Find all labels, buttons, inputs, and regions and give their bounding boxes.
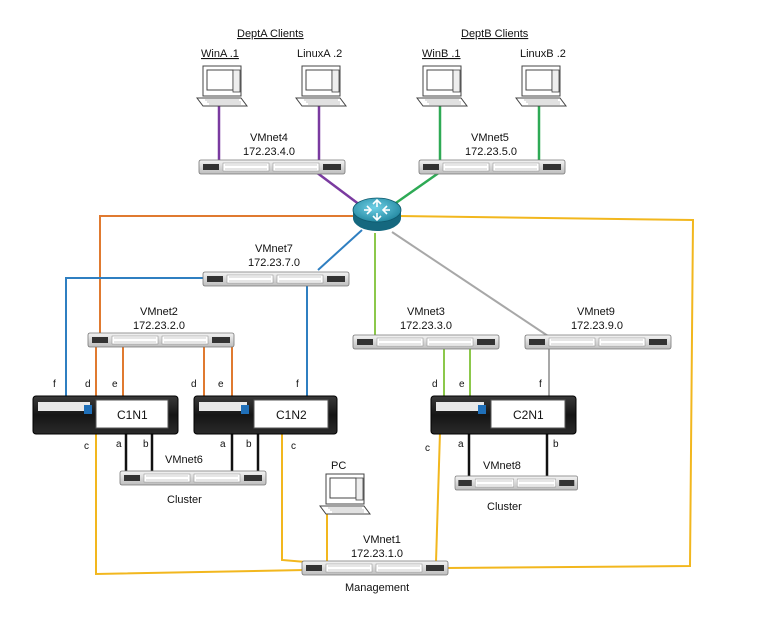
- vmnet5-name: VMnet5: [471, 132, 509, 144]
- wina-label: WinA .1: [201, 48, 239, 60]
- port-label: b: [143, 439, 149, 450]
- netapp-logo-icon: [84, 405, 92, 414]
- linuxb-label: LinuxB .2: [520, 48, 566, 60]
- link-router-vmnet2: [99, 215, 358, 336]
- link-router-vmnet7: [317, 229, 363, 271]
- node-c1n1[interactable]: C1N1: [32, 395, 179, 435]
- pc-label: PC: [331, 460, 346, 472]
- switch-icon: [198, 159, 346, 175]
- port-label: b: [553, 439, 559, 450]
- vmnet2-subnet: 172.23.2.0: [133, 320, 185, 332]
- vmnet8-name: VMnet8: [483, 460, 521, 472]
- vmnet1-name: VMnet1: [363, 534, 401, 546]
- router-icon: [364, 198, 390, 222]
- c2n1-name: C2N1: [513, 408, 544, 422]
- dept-b-title: DeptB Clients: [461, 28, 529, 40]
- port-label: c: [291, 441, 296, 452]
- cluster1-caption: Cluster: [167, 494, 202, 506]
- switch-vmnet4[interactable]: VMnet4 172.23.4.0: [198, 132, 346, 175]
- port-label: d: [191, 379, 197, 390]
- link-c2n1-c-management: [435, 431, 441, 563]
- node-c2n1[interactable]: C2N1: [430, 395, 577, 435]
- router[interactable]: [352, 197, 402, 231]
- switch-icon: [352, 334, 500, 350]
- vmnet4-subnet: 172.23.4.0: [243, 146, 295, 158]
- vmnet9-subnet: 172.23.9.0: [571, 320, 623, 332]
- link-c1n1-c-management: [95, 432, 306, 576]
- port-label: f: [53, 379, 56, 390]
- linuxa-label: LinuxA .2: [297, 48, 342, 60]
- switch-icon: [87, 332, 235, 348]
- switch-vmnet5[interactable]: VMnet5 172.23.5.0: [418, 132, 566, 175]
- vmnet2-name: VMnet2: [140, 306, 178, 318]
- vmnet3-name: VMnet3: [407, 306, 445, 318]
- switch-icon: [301, 560, 449, 576]
- port-label: f: [296, 379, 299, 390]
- client-winb[interactable]: WinB .1: [416, 48, 468, 107]
- c1n1-name: C1N1: [117, 408, 148, 422]
- cluster2-caption: Cluster: [487, 501, 522, 513]
- vmnet7-subnet: 172.23.7.0: [248, 257, 300, 269]
- switch-vmnet3[interactable]: VMnet3 172.23.3.0: [352, 306, 500, 350]
- vmnet7-name: VMnet7: [255, 243, 293, 255]
- link-vmnet7-c1n2-f: [306, 283, 318, 398]
- computer-icon: [515, 65, 567, 107]
- vmnet9-name: VMnet9: [577, 306, 615, 318]
- computer-icon: [416, 65, 468, 107]
- vmnet4-name: VMnet4: [250, 132, 288, 144]
- port-label: c: [425, 443, 430, 454]
- switch-vmnet2[interactable]: VMnet2 172.23.2.0: [87, 306, 235, 348]
- netapp-logo-icon: [241, 405, 249, 414]
- link-router-vmnet9: [391, 231, 549, 337]
- switch-icon: [454, 475, 579, 491]
- netapp-logo-icon: [478, 405, 486, 414]
- switch-icon: [202, 271, 350, 287]
- node-c1n2[interactable]: C1N2: [193, 395, 338, 435]
- vmnet3-subnet: 172.23.3.0: [400, 320, 452, 332]
- link-c1n2-c-management: [281, 432, 307, 563]
- client-linuxb[interactable]: LinuxB .2: [515, 48, 567, 107]
- management-pc[interactable]: PC: [319, 460, 371, 515]
- port-labels: f d e c a b d e f a b c d e f c a b: [53, 379, 559, 454]
- dept-a-title: DeptA Clients: [237, 28, 304, 40]
- winb-label: WinB .1: [422, 48, 461, 60]
- port-label: b: [246, 439, 252, 450]
- management-caption: Management: [345, 582, 409, 594]
- computer-icon: [295, 65, 347, 107]
- switch-icon: [119, 470, 267, 486]
- link-vmnet7-c1n1-f: [65, 277, 205, 398]
- client-wina[interactable]: WinA .1: [196, 48, 248, 107]
- vmnet6-name: VMnet6: [165, 454, 203, 466]
- link-vmnet5-router: [392, 170, 441, 207]
- switch-icon: [524, 334, 672, 350]
- c1n2-name: C1N2: [276, 408, 307, 422]
- port-label: a: [458, 439, 464, 450]
- switch-icon: [418, 159, 566, 175]
- port-label: f: [539, 379, 542, 390]
- port-label: a: [220, 439, 226, 450]
- switch-vmnet9[interactable]: VMnet9 172.23.9.0: [524, 306, 672, 350]
- port-label: e: [112, 379, 118, 390]
- switch-vmnet8[interactable]: VMnet8: [454, 460, 579, 491]
- vmnet1-subnet: 172.23.1.0: [351, 548, 403, 560]
- computer-icon: [319, 473, 371, 515]
- vmnet5-subnet: 172.23.5.0: [465, 146, 517, 158]
- switch-vmnet1[interactable]: VMnet1 172.23.1.0: [301, 534, 449, 576]
- port-label: e: [459, 379, 465, 390]
- port-label: d: [85, 379, 91, 390]
- port-label: c: [84, 441, 89, 452]
- switch-vmnet7[interactable]: VMnet7 172.23.7.0: [202, 243, 350, 287]
- client-linuxa[interactable]: LinuxA .2: [295, 48, 347, 107]
- computer-icon: [196, 65, 248, 107]
- port-label: e: [218, 379, 224, 390]
- link-vmnet4-router: [315, 171, 361, 206]
- port-label: a: [116, 439, 122, 450]
- link-router-management: [397, 215, 695, 569]
- port-label: d: [432, 379, 438, 390]
- switch-vmnet6[interactable]: VMnet6: [119, 454, 267, 486]
